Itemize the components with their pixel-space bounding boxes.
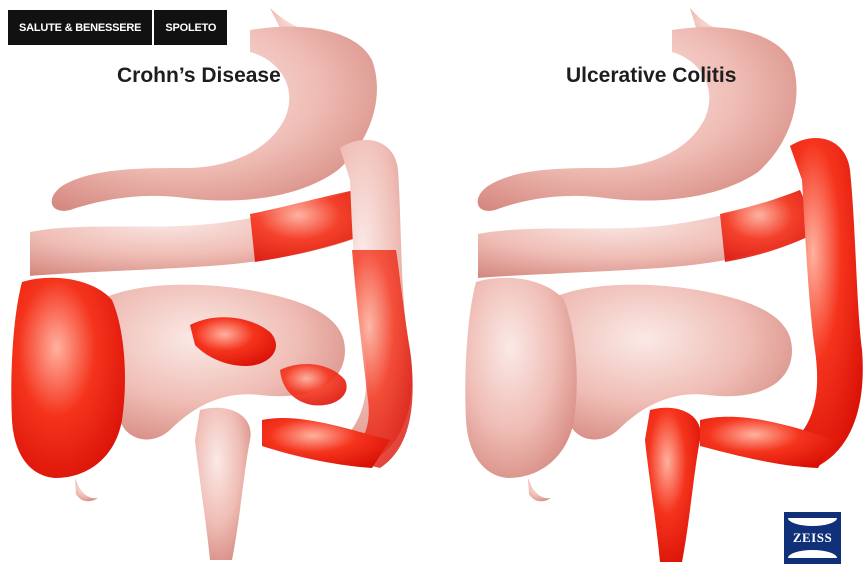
left-appendix xyxy=(75,478,98,501)
left-stomach xyxy=(52,27,377,211)
zeiss-logo: ZEISS xyxy=(784,512,841,564)
tag-spoleto[interactable]: SPOLETO xyxy=(154,10,227,45)
logo-text: ZEISS xyxy=(793,530,832,546)
left-rectum xyxy=(195,408,251,560)
logo-arc-bottom xyxy=(788,550,837,558)
tag-salute-benessere[interactable]: SALUTE & BENESSERE xyxy=(8,10,152,45)
right-ascending-colon xyxy=(465,278,576,478)
right-stomach xyxy=(478,27,797,211)
crohns-disease-title: Crohn’s Disease xyxy=(117,64,281,88)
left-ascending-colon xyxy=(11,278,125,478)
right-descending-colon xyxy=(780,138,863,465)
ulcerative-colitis-title: Ulcerative Colitis xyxy=(566,64,736,88)
colitis-diagram xyxy=(465,8,862,562)
right-appendix xyxy=(528,478,551,501)
right-rectum xyxy=(645,408,701,562)
category-tags: SALUTE & BENESSERE SPOLETO xyxy=(8,10,227,45)
crohns-diagram xyxy=(11,8,412,560)
logo-arc-top xyxy=(788,518,837,526)
